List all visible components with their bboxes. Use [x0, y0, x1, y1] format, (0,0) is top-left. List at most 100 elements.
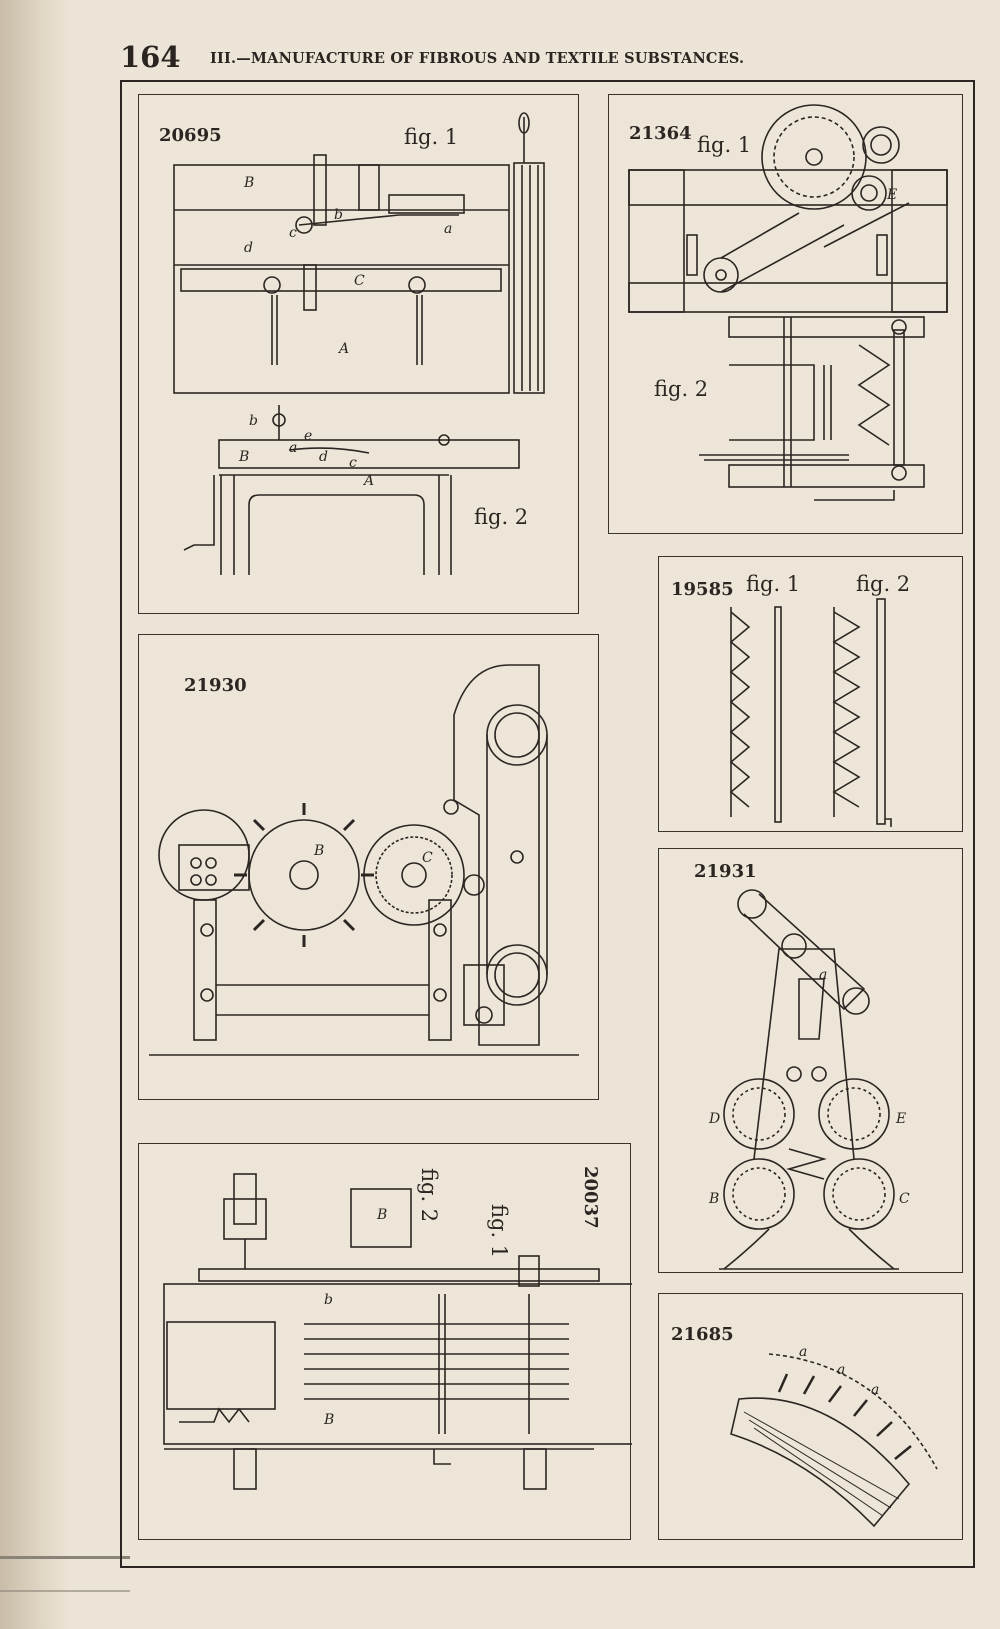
patent-number: 21931 — [694, 861, 757, 882]
feed-roller — [158, 809, 250, 901]
part-letter: A — [364, 473, 375, 489]
part-letter: a — [799, 1344, 808, 1360]
small-wheel-mid — [851, 175, 887, 211]
handle-knob — [518, 112, 530, 134]
part-letter: B — [324, 1412, 335, 1428]
bottom-edge-stripe-2 — [0, 1590, 130, 1592]
fiber-feed — [288, 447, 370, 454]
patent-number: 19585 — [671, 579, 734, 600]
page-number: 164 — [120, 40, 181, 74]
part-letter: B — [239, 449, 250, 465]
part-letter: a — [444, 221, 453, 237]
drawing-21931 — [719, 889, 899, 1270]
slot-right — [876, 234, 888, 276]
side-column — [893, 329, 905, 466]
upper-pulley — [486, 704, 548, 766]
frame-left-post — [628, 169, 685, 313]
drawing-20695 — [173, 112, 545, 575]
wheel-B — [723, 1158, 795, 1230]
drawing-19585 — [729, 598, 892, 827]
part-letter: A — [339, 341, 350, 357]
stand-top — [218, 439, 520, 469]
frame-top-bar — [628, 169, 948, 206]
feed-rod — [298, 214, 459, 226]
part-letter: c — [289, 225, 297, 241]
part-letter: a — [289, 440, 298, 456]
part-letter: C — [422, 850, 433, 866]
frame-right-post — [891, 169, 948, 313]
roller — [513, 162, 545, 394]
patent-number: 21930 — [184, 675, 247, 696]
base-rod — [699, 454, 849, 461]
cylinder-end — [166, 1321, 276, 1410]
bottom-edge-stripe — [0, 1556, 130, 1559]
figure-panel-21931: 21931 a D E B C — [658, 848, 963, 1273]
end-post — [438, 434, 450, 446]
base-feet — [723, 1228, 895, 1270]
drawing-21930 — [149, 664, 579, 1056]
parallel-rods — [304, 1323, 569, 1400]
block-B — [350, 1188, 412, 1248]
lever-rod — [823, 202, 910, 248]
part-letter: a — [819, 967, 828, 983]
part-letter: b — [324, 1292, 333, 1308]
drawing-21364 — [628, 104, 948, 501]
upright-rod — [313, 154, 327, 226]
gear-wheel — [295, 216, 313, 234]
part-letter: C — [899, 1191, 910, 1207]
page-header: 164 III.—MANUFACTURE OF FIBROUS AND TEXT… — [120, 40, 980, 80]
slide-carriage — [388, 194, 465, 214]
part-letter: D — [709, 1111, 721, 1127]
part-letter: e — [304, 428, 313, 444]
part-letter: E — [887, 187, 898, 203]
fig-label: fig. 1 — [697, 133, 752, 157]
foot-left — [233, 1448, 257, 1490]
figure-panel-20037: 20037 fig. 2 fig. 1 B b B — [138, 1143, 632, 1540]
crank-handle — [183, 475, 215, 551]
lower-pulley — [486, 944, 548, 1006]
frame-leg-right — [428, 899, 452, 1041]
fig-label: fig. 1 — [404, 125, 459, 149]
saw-teeth-fig2 — [832, 611, 861, 808]
part-letter: a — [871, 1382, 880, 1398]
lower-bracket — [463, 964, 505, 1026]
thumbscrew-left — [263, 276, 281, 294]
dashed-arc — [768, 1353, 938, 1470]
slot-left — [686, 234, 698, 276]
patent-number: 20695 — [159, 125, 222, 146]
thumbscrew-right — [408, 276, 426, 294]
part-letter: b — [334, 207, 343, 223]
fig-label: fig. 1 — [746, 572, 801, 596]
connector-links — [786, 1148, 827, 1180]
part-letter: a — [837, 1362, 846, 1378]
figure-panel-21364: 21364 fig. 1 fig. 2 E — [608, 94, 963, 534]
figure-panel-20695: 20695 fig. 1 fig. 2 B b c a d C A b e a … — [138, 94, 579, 614]
figure-panel-21930: 21930 B C — [138, 634, 599, 1100]
foot-lever — [814, 490, 895, 501]
part-letter: d — [319, 449, 328, 465]
belt — [720, 212, 845, 293]
top-beam — [198, 1268, 600, 1282]
fig-label: fig. 1 — [487, 1204, 511, 1259]
table-outline — [173, 164, 510, 394]
teeth-bottom — [179, 1407, 250, 1424]
large-drum — [761, 104, 867, 210]
lever-pivot — [737, 889, 767, 919]
wheel-D — [723, 1078, 795, 1150]
drawing-21685 — [730, 1353, 938, 1528]
truss-zigzag — [857, 344, 891, 446]
pulley — [703, 257, 739, 293]
plate-frame — [120, 80, 975, 1568]
lever-arm — [743, 893, 866, 1011]
wheel-C — [823, 1158, 895, 1230]
stand-arch — [248, 494, 425, 575]
saw-teeth-fig1 — [729, 611, 751, 808]
small-wheel-top — [862, 126, 900, 164]
bar-fig1 — [774, 606, 782, 823]
clamp-rod — [303, 264, 317, 311]
right-post — [518, 1255, 540, 1287]
bobbin-block — [729, 364, 815, 441]
foot-right — [523, 1448, 547, 1490]
patent-number: 21364 — [629, 123, 692, 144]
segment-hatching — [743, 1411, 900, 1517]
